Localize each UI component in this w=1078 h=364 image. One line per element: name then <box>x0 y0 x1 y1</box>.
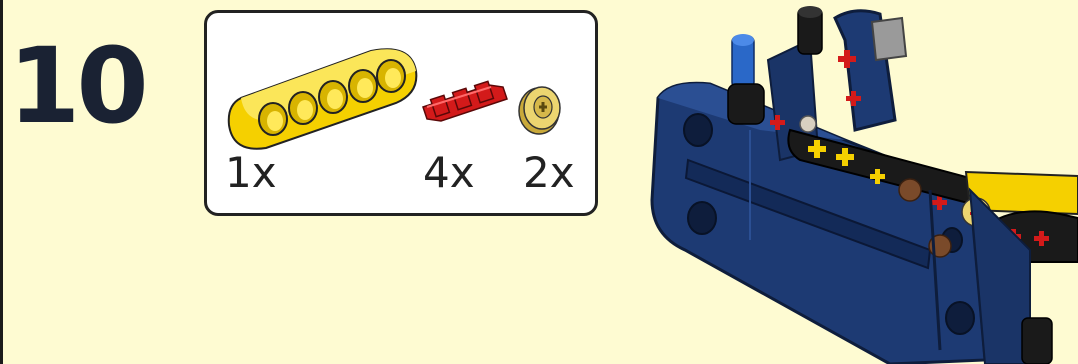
assembly-model-illustration <box>640 0 1078 364</box>
quantity-bush: 2x <box>523 151 575 195</box>
step-number: 10 <box>8 34 145 138</box>
red-axle-connector-icon <box>419 77 511 125</box>
quantity-axle-connector: 4x <box>423 151 475 195</box>
quantity-liftarm: 1x <box>225 151 277 195</box>
tan-bush-icon <box>515 81 565 137</box>
page-left-border <box>0 0 3 364</box>
yellow-liftarm-icon <box>221 43 421 153</box>
parts-list-box: 1x 4x 2x <box>204 10 598 216</box>
